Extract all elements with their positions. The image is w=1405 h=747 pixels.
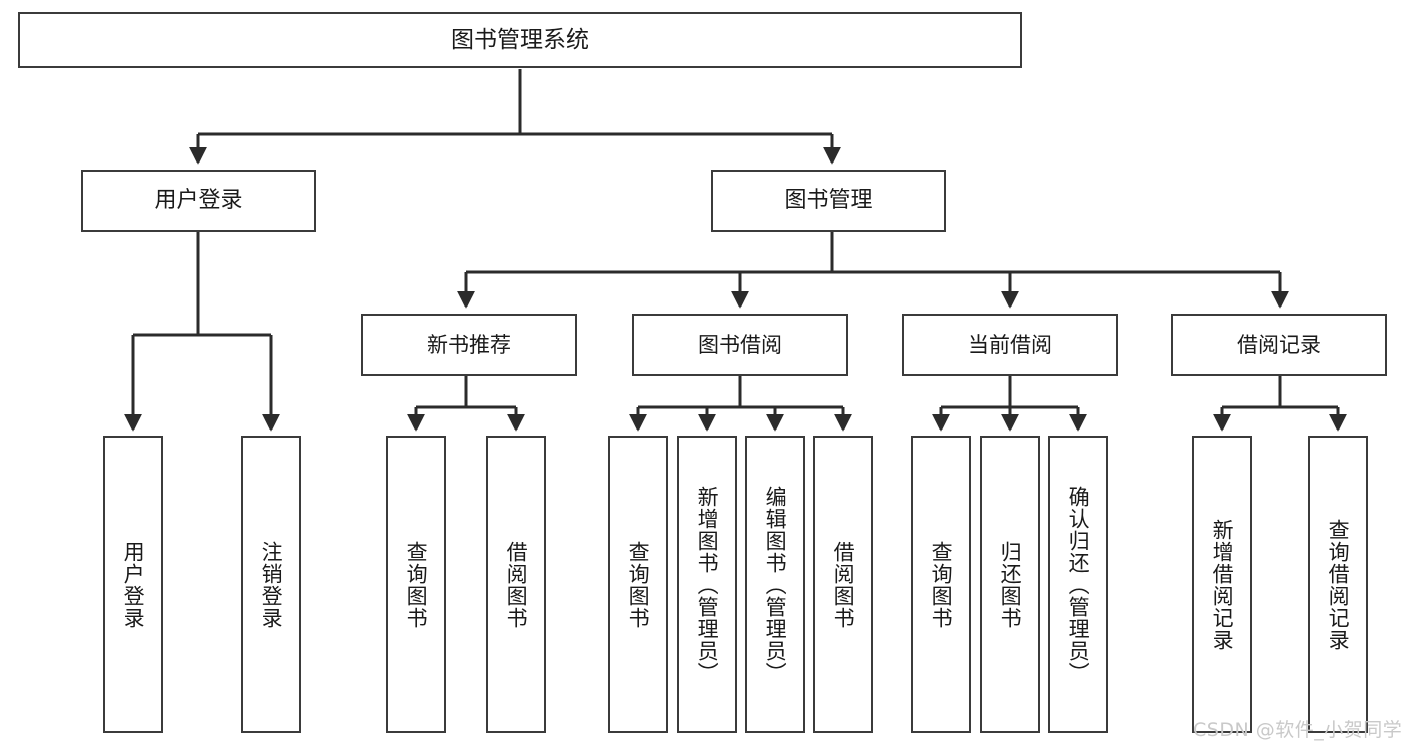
node-leaf-logout-login[interactable]: 注销登录 (241, 436, 301, 733)
node-leaf-add-borrow-record-label: 新增借阅记录 (1210, 518, 1235, 651)
node-root[interactable]: 图书管理系统 (18, 12, 1022, 68)
node-book-borrow-label: 图书借阅 (698, 332, 782, 357)
node-leaf-user-login[interactable]: 用户登录 (103, 436, 163, 733)
node-leaf-edit-book-admin[interactable]: 编辑图书（管理员） (745, 436, 805, 733)
node-leaf-query-borrow-record-label: 查询借阅记录 (1326, 518, 1351, 651)
node-leaf-edit-book-admin-label: 编辑图书（管理员） (763, 485, 788, 684)
node-leaf-return-books-label: 归还图书 (998, 540, 1023, 629)
csdn-watermark: CSDN @软件_小贺同学 (1193, 719, 1403, 741)
node-leaf-borrow-books-1-label: 借阅图书 (504, 540, 529, 629)
node-new-book-recommend-label: 新书推荐 (427, 332, 511, 357)
node-leaf-query-books-3[interactable]: 查询图书 (911, 436, 971, 733)
node-leaf-add-book-admin[interactable]: 新增图书（管理员） (677, 436, 737, 733)
node-leaf-query-books-2-label: 查询图书 (626, 540, 651, 629)
node-user-login-label: 用户登录 (154, 188, 243, 214)
node-current-borrow-label: 当前借阅 (968, 332, 1052, 357)
node-leaf-borrow-books-2[interactable]: 借阅图书 (813, 436, 873, 733)
node-book-management-label: 图书管理 (784, 188, 873, 214)
node-borrow-records[interactable]: 借阅记录 (1171, 314, 1387, 376)
node-new-book-recommend[interactable]: 新书推荐 (361, 314, 577, 376)
node-leaf-query-books-2[interactable]: 查询图书 (608, 436, 668, 733)
node-leaf-add-book-admin-label: 新增图书（管理员） (695, 485, 720, 684)
node-root-label: 图书管理系统 (451, 26, 589, 53)
node-leaf-confirm-return-admin-label: 确认归还（管理员） (1066, 485, 1091, 684)
node-book-management[interactable]: 图书管理 (711, 170, 946, 232)
node-leaf-query-books-1-label: 查询图书 (404, 540, 429, 629)
node-leaf-query-borrow-record[interactable]: 查询借阅记录 (1308, 436, 1368, 733)
node-borrow-records-label: 借阅记录 (1237, 332, 1321, 357)
node-current-borrow[interactable]: 当前借阅 (902, 314, 1118, 376)
node-leaf-query-books-3-label: 查询图书 (929, 540, 954, 629)
node-leaf-query-books-1[interactable]: 查询图书 (386, 436, 446, 733)
node-book-borrow[interactable]: 图书借阅 (632, 314, 848, 376)
node-leaf-borrow-books-1[interactable]: 借阅图书 (486, 436, 546, 733)
node-user-login[interactable]: 用户登录 (81, 170, 316, 232)
node-leaf-logout-login-label: 注销登录 (259, 540, 284, 629)
node-leaf-confirm-return-admin[interactable]: 确认归还（管理员） (1048, 436, 1108, 733)
node-leaf-borrow-books-2-label: 借阅图书 (831, 540, 856, 629)
node-leaf-add-borrow-record[interactable]: 新增借阅记录 (1192, 436, 1252, 733)
node-leaf-user-login-label: 用户登录 (121, 540, 146, 629)
node-leaf-return-books[interactable]: 归还图书 (980, 436, 1040, 733)
